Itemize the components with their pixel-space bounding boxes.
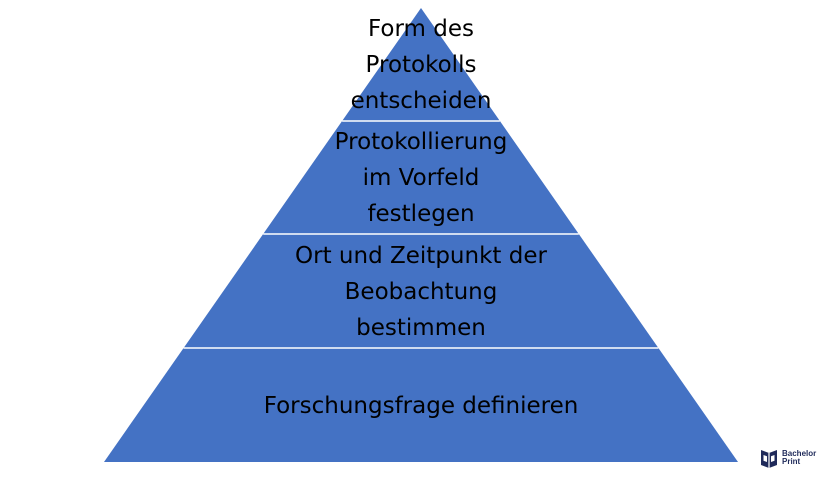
bachelorprint-logo: Bachelor Print bbox=[759, 447, 816, 469]
tier-2-label-line: Protokollierung bbox=[335, 129, 508, 155]
tier-3-label-line: Ort und Zeitpunkt der bbox=[295, 243, 547, 269]
tier-4-label-line: Forschungsfrage definieren bbox=[264, 393, 579, 419]
tier-1-label-line: Protokolls bbox=[366, 52, 477, 78]
tier-1-label-line: entscheiden bbox=[351, 88, 492, 114]
tier-2-label-line: festlegen bbox=[367, 201, 474, 227]
logo-text-line1: Bachelor bbox=[782, 449, 817, 458]
tier-dividers bbox=[183, 120, 659, 349]
bachelorprint-book-icon bbox=[761, 450, 777, 468]
tier-2-label-line: im Vorfeld bbox=[363, 165, 480, 191]
tier-3-label-line: bestimmen bbox=[356, 315, 486, 341]
tier-3-label-line: Beobachtung bbox=[345, 279, 498, 305]
logo-text-line2: Print bbox=[782, 457, 801, 466]
tier-1-label-line: Form des bbox=[368, 16, 474, 42]
